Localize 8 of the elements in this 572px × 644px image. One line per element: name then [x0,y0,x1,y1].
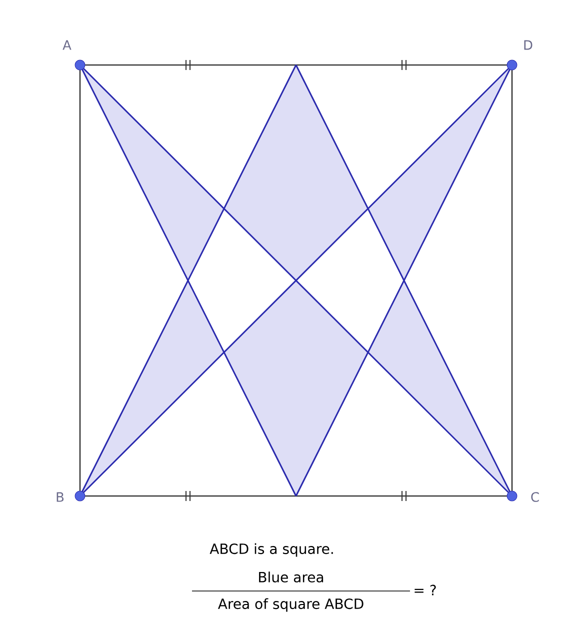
vertex-label: C [531,492,539,502]
fraction-numerator: Blue area [259,572,324,582]
vertex-label: B [56,492,64,502]
equals-question: = ? [414,584,436,596]
fraction-denominator: Area of square ABCD [218,598,364,612]
statement-text: ABCD is a square. [210,543,333,557]
vertex-label: A [62,40,72,50]
vertex-label: D [524,40,532,50]
